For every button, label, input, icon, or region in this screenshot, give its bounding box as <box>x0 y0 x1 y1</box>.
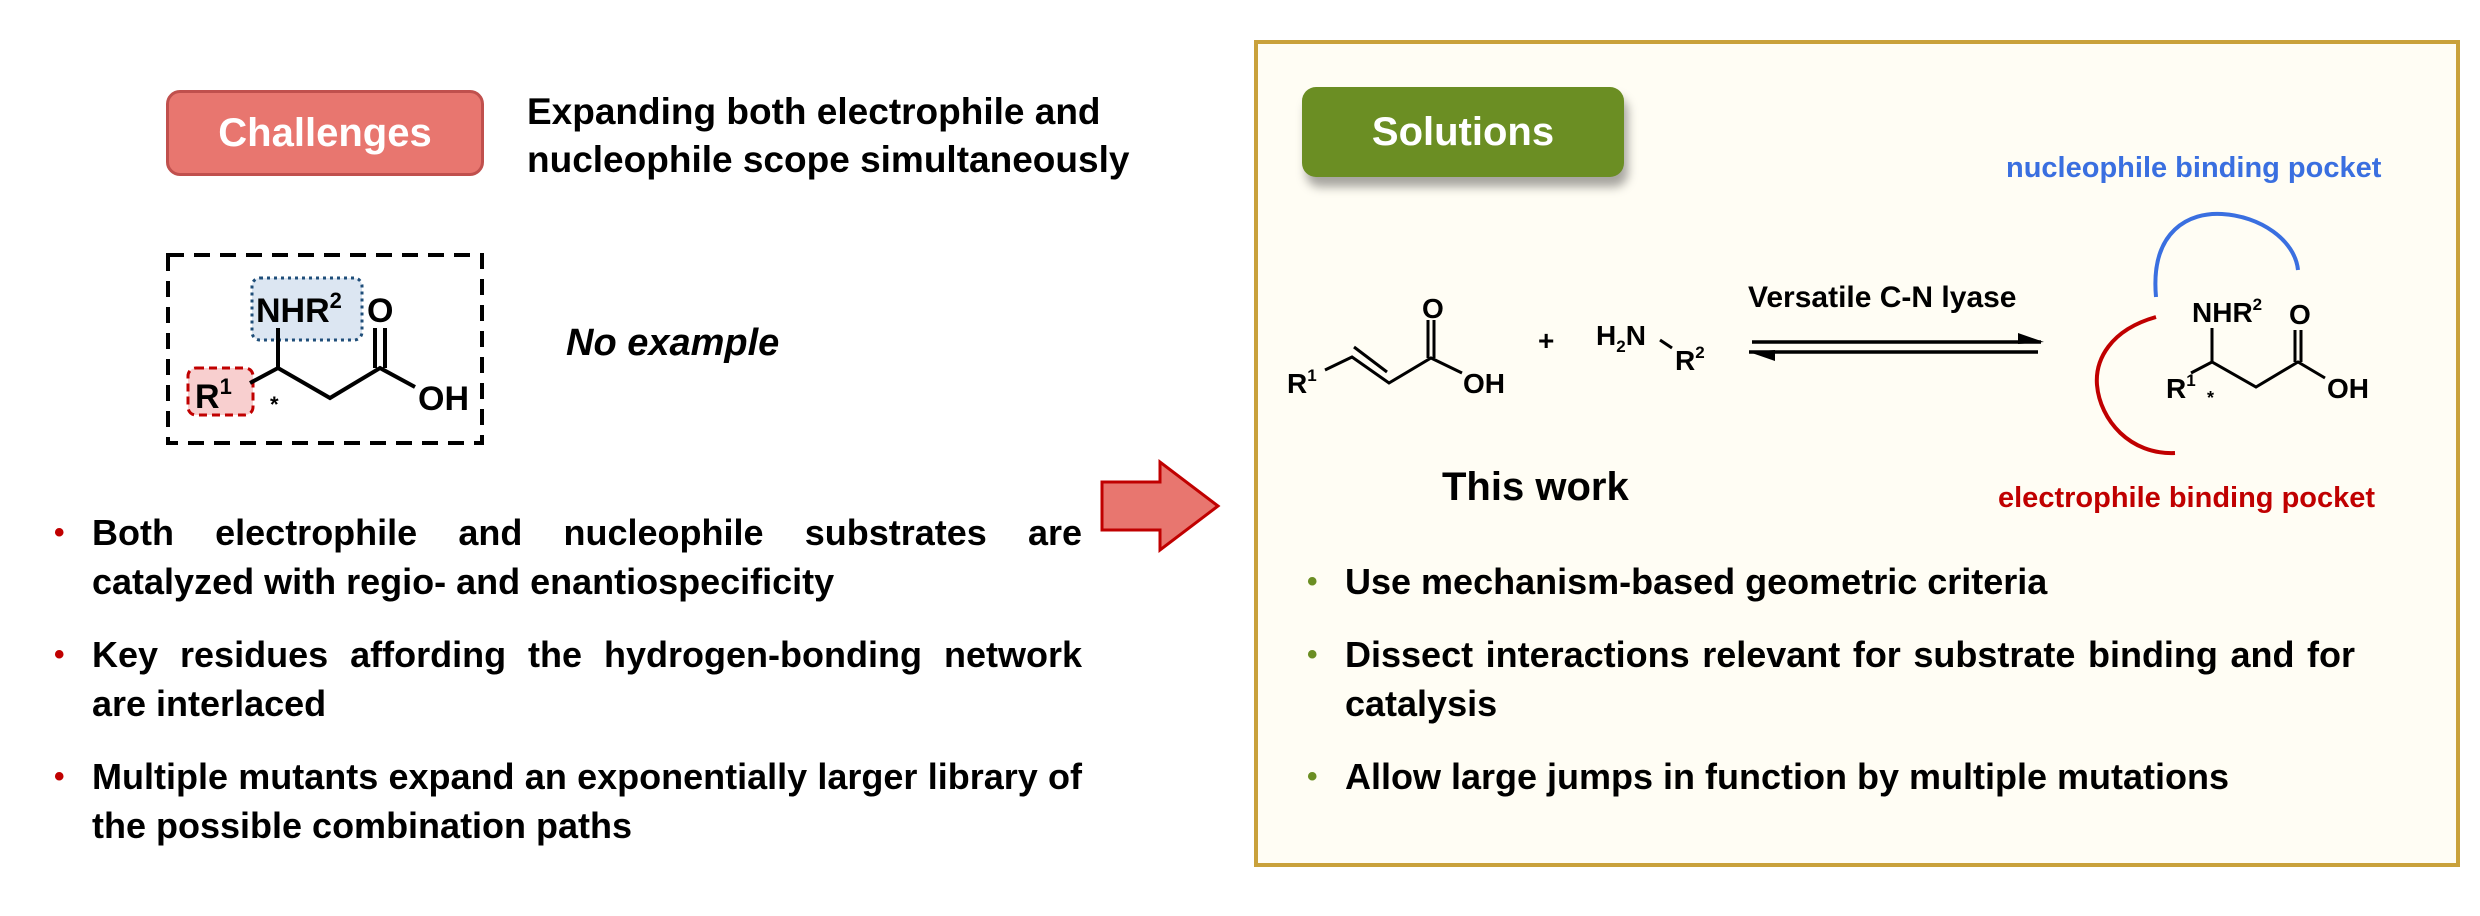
solutions-label: Solutions <box>1371 109 1555 154</box>
bullet-icon: • <box>54 760 65 793</box>
this-work-label: This work <box>1442 465 1629 509</box>
reaction-bonds <box>1324 320 2326 389</box>
left-structure-bonds <box>249 328 416 401</box>
svg-text:R1: R1 <box>2166 371 2196 404</box>
electrophile-pocket-label: electrophile binding pocket <box>1998 482 2375 514</box>
enzyme-label: Versatile C-N lyase <box>1748 281 2017 314</box>
svg-text:OH: OH <box>418 380 469 418</box>
svg-text:OH: OH <box>2327 373 2369 404</box>
solutions-badge: Solutions <box>1302 87 1624 177</box>
challenge-bullet-list: • Both electrophile and nucleophile subst… <box>54 508 1082 850</box>
solution-bullet: • Dissect interactions relevant for subst… <box>1307 630 2355 728</box>
solutions-panel <box>1254 40 2460 867</box>
bullet-text: Use mechanism-based geometric criteria <box>1345 561 2048 602</box>
svg-text:NHR2: NHR2 <box>2192 295 2262 328</box>
challenge-bullet: • Multiple mutants expand an exponentiall… <box>54 752 1082 850</box>
challenge-bullet: • Key residues affording the hydrogen-bon… <box>54 630 1082 728</box>
solution-bullet: • Use mechanism-based geometric criteria <box>1307 557 2405 606</box>
svg-text:R1: R1 <box>195 374 232 416</box>
svg-text:O: O <box>2289 299 2311 330</box>
bullet-text: Allow large jumps in function by multipl… <box>1345 756 2230 797</box>
challenges-label: Challenges <box>218 110 432 155</box>
reaction-labels: R1 O OH + H2N R2 Versatile C-N lyase NHR… <box>1287 281 2369 408</box>
svg-text:R2: R2 <box>1675 343 1705 376</box>
svg-text:+: + <box>1538 325 1554 356</box>
challenges-badge: Challenges <box>166 90 484 176</box>
heading-line: Expanding both electrophile and <box>527 91 1101 132</box>
svg-text:R1: R1 <box>1287 366 1317 399</box>
solution-bullet-list: •Use mechanism-based geometric criteria … <box>1307 557 2405 801</box>
equilibrium-arrows-icon <box>1749 333 2044 361</box>
bullet-icon: • <box>1307 638 1318 671</box>
no-example-label: No example <box>566 322 780 364</box>
electrophile-highlight <box>186 366 255 417</box>
left-structure-labels: NHR2 O R1 * OH <box>195 288 469 418</box>
svg-text:O: O <box>367 292 393 330</box>
svg-text:OH: OH <box>1463 368 1505 399</box>
bullet-icon: • <box>54 638 65 671</box>
nucleophile-pocket-label: nucleophile binding pocket <box>2006 152 2382 184</box>
heading-line: nucleophile scope simultaneously <box>527 139 1130 180</box>
bullet-icon: • <box>1307 760 1318 793</box>
svg-text:O: O <box>1422 293 1444 324</box>
svg-text:*: * <box>270 392 279 417</box>
bullet-text: Multiple mutants expand an exponentially… <box>92 756 1082 846</box>
challenge-heading: Expanding both electrophile and nucleoph… <box>527 88 1129 184</box>
nucleophile-highlight <box>250 276 364 342</box>
nucleophile-pocket-arc-icon <box>2153 211 2300 298</box>
bullet-icon: • <box>1307 565 1318 598</box>
svg-text:H2N: H2N <box>1596 320 1646 356</box>
bullet-text: Dissect interactions relevant for substr… <box>1345 634 2355 724</box>
bullet-icon: • <box>54 516 65 549</box>
bullet-text: Key residues affording the hydrogen-bond… <box>92 634 1082 724</box>
svg-text:NHR2: NHR2 <box>256 288 342 330</box>
structure-frame <box>166 253 484 445</box>
challenge-bullet: • Both electrophile and nucleophile subst… <box>54 508 1082 606</box>
svg-text:*: * <box>2207 388 2214 408</box>
transition-arrow-icon <box>1100 458 1221 554</box>
solution-bullet: • Allow large jumps in function by multip… <box>1307 752 2405 801</box>
bullet-text: Both electrophile and nucleophile substr… <box>92 512 1082 602</box>
electrophile-pocket-arc-icon <box>2094 315 2176 456</box>
